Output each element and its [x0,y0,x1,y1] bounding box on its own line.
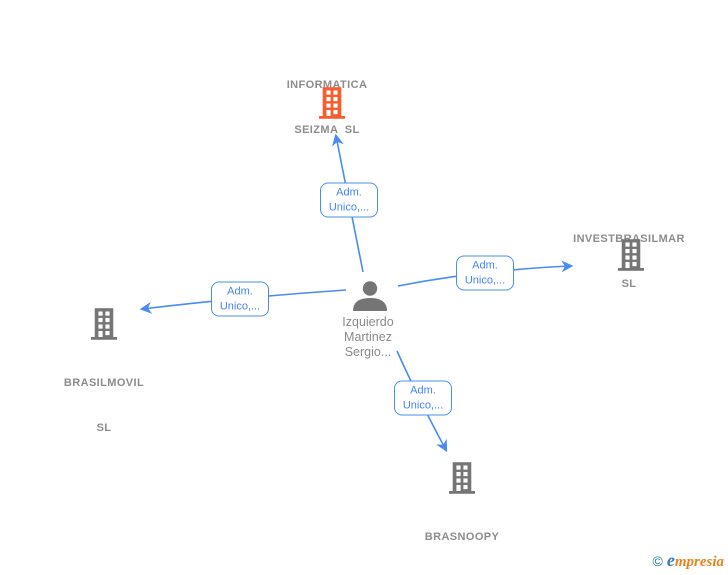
person-icon[interactable] [352,281,388,311]
building-icon-brasnoopy[interactable] [449,461,475,495]
edge-label-informatica[interactable]: Adm. Unico,... [320,182,378,218]
node-label-brasnoopy: BRASNOOPY SL [424,531,500,543]
building-icon-investbrasilmar[interactable] [618,238,644,272]
building-icon-brasilmovil[interactable] [91,307,117,341]
node-label-brasilmovil: BRASILMOVIL SL [63,377,145,434]
logo-text: mpresia [674,554,724,570]
building-windows [456,465,468,491]
empresia-logo: © empresia [653,550,725,571]
building-windows [98,311,110,337]
edge-label-brasilmovil[interactable]: Adm. Unico,... [211,281,269,317]
node-label-person: Izquierdo Martinez Sergio... [342,315,394,359]
copyright-icon: © [652,553,663,569]
building-windows [625,242,637,268]
building-windows [326,90,338,116]
edge-label-brasnoopy[interactable]: Adm. Unico,... [394,380,452,416]
building-icon-informatica[interactable] [319,86,345,120]
edge-label-investbrasilmar[interactable]: Adm. Unico,... [456,255,514,291]
node-label-informatica: INFORMATICA SEIZMA SL [286,79,368,136]
node-label-investbrasilmar: INVESTBRASILMAR SL [573,233,685,290]
logo-initial: e [666,550,675,570]
